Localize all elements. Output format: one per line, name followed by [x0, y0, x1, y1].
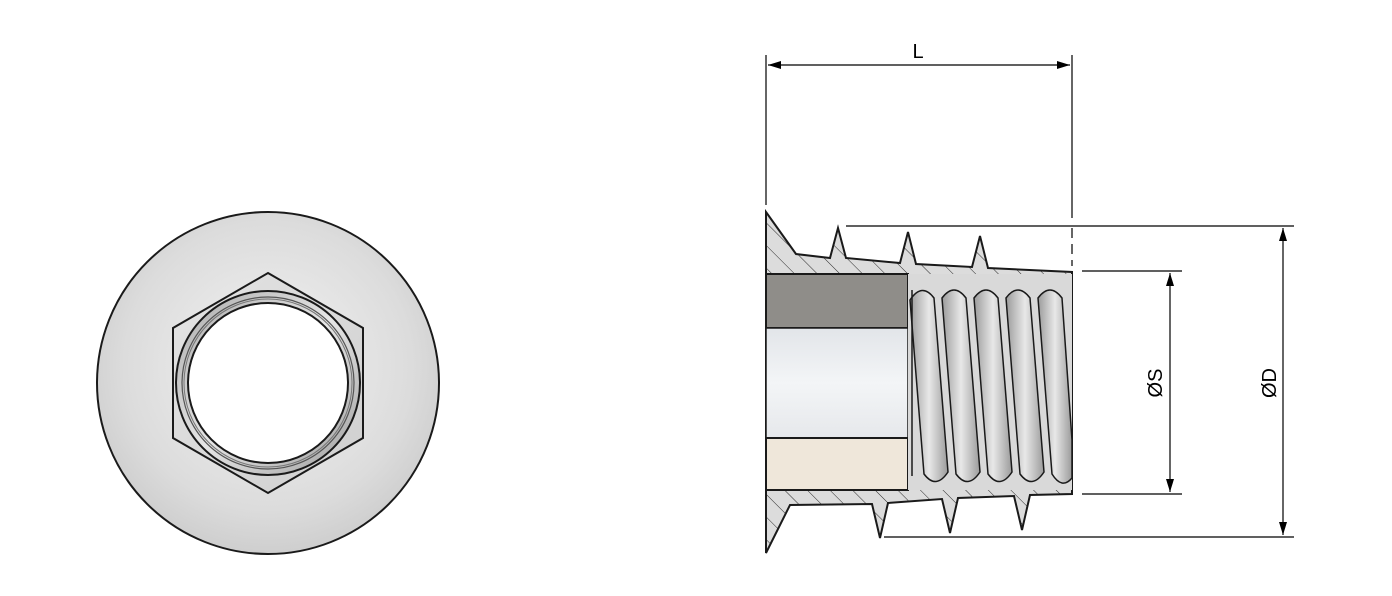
bore-bottom-band — [765, 437, 909, 491]
bore-top-band — [765, 273, 909, 329]
thread-diameter-label: ØS — [1145, 369, 1167, 398]
dimension-lines — [765, 55, 1294, 538]
thread-ring-inner-line-2 — [183, 298, 353, 468]
internal-thread — [908, 274, 1073, 490]
end-view — [96, 211, 440, 555]
thread-turns — [909, 289, 1073, 484]
bore — [187, 302, 349, 464]
thread-ring-inner-line — [181, 296, 355, 470]
bore-middle-band — [765, 327, 909, 439]
length-label: L — [912, 41, 923, 63]
outer-diameter-label: ØD — [1259, 368, 1281, 398]
section-view — [765, 208, 1073, 554]
